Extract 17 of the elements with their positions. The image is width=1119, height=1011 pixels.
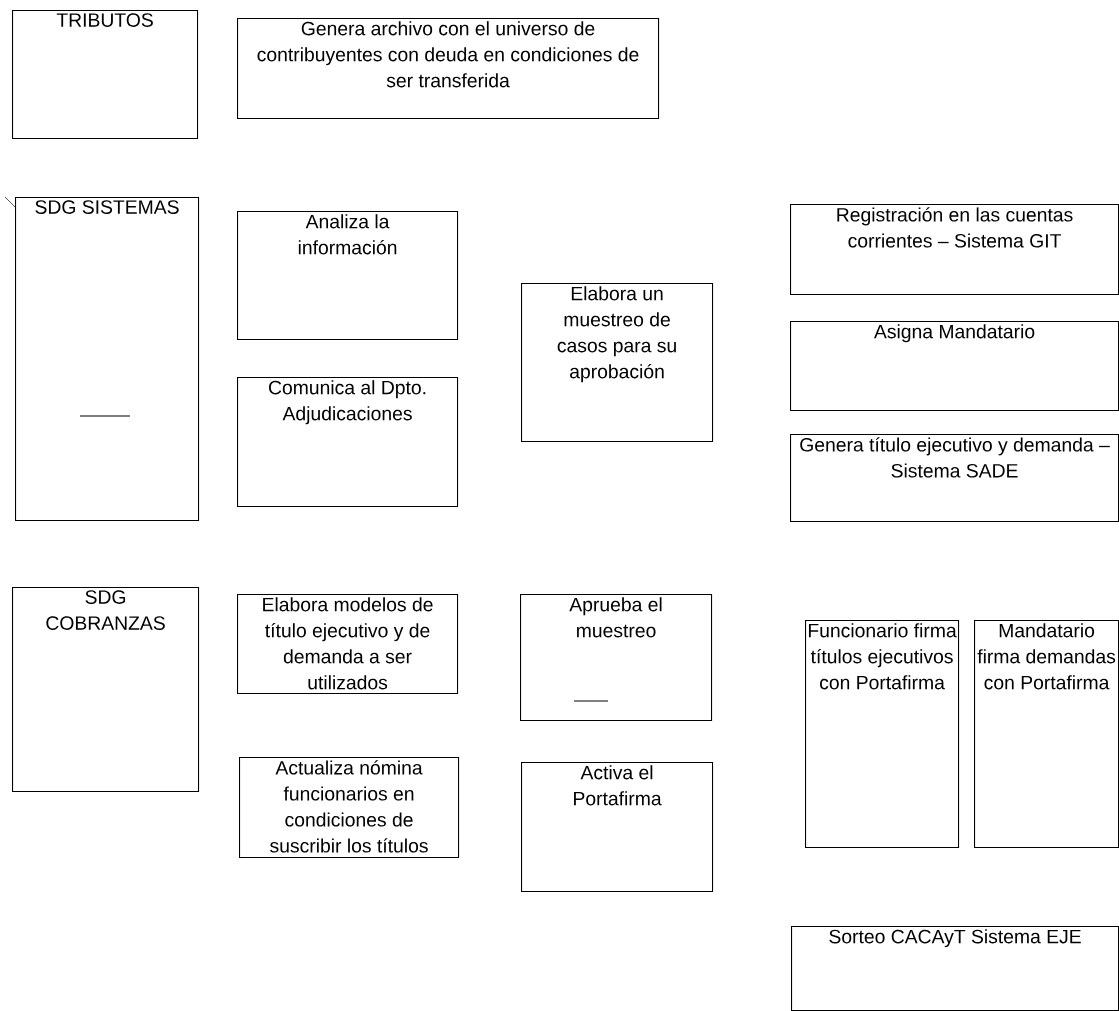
process-box: Sorteo CACAyT Sistema EJE	[791, 926, 1119, 1011]
process-box: Aprueba el muestreo	[520, 594, 713, 722]
process-box: Analiza la información	[237, 211, 459, 341]
process-box: Asigna Mandatario	[790, 321, 1119, 412]
process-box: Registración en las cuentas corrientes – Sistema GIT	[790, 204, 1119, 296]
process-box: Actualiza nómina funcionarios en condiciones de suscribir los títulos	[239, 757, 460, 859]
lane-box: TRIBUTOS	[12, 10, 199, 140]
process-box: Mandatario firma demandas con Portafirma	[974, 620, 1119, 849]
process-box: Elabora un muestreo de casos para su aprobación	[521, 283, 714, 443]
process-box: Elabora modelos de título ejecutivo y de demanda a ser utilizados	[237, 594, 459, 695]
process-box: Genera archivo con el universo de contribuyentes con deuda en condiciones de ser transferida	[237, 18, 660, 120]
process-box: Activa el Portafirma	[521, 762, 714, 893]
process-box: Genera título ejecutivo y demanda – Sistema SADE	[790, 434, 1119, 523]
process-box: Comunica al Dpto. Adjudicaciones	[237, 377, 459, 508]
lane-box: SDG SISTEMAS	[15, 197, 200, 522]
lane-box: SDG COBRANZAS	[12, 587, 200, 793]
process-box: Funcionario firma títulos ejecutivos con Portafirma	[805, 620, 960, 849]
